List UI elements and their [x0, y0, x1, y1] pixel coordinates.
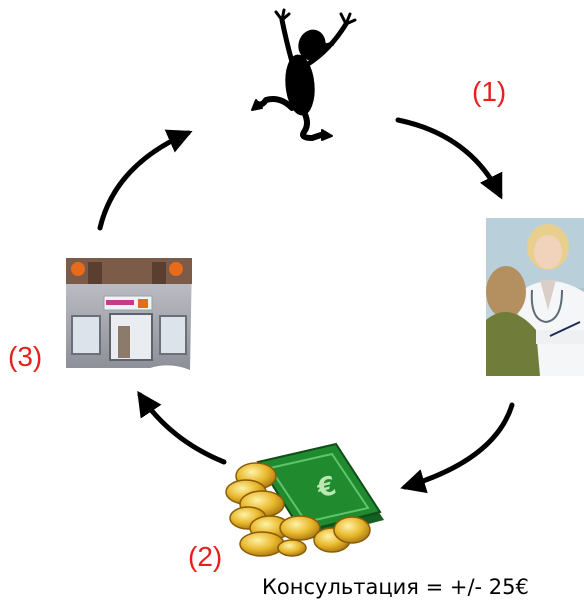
step-label-2: (2) — [188, 541, 223, 572]
arrow-doctor-to-money — [400, 402, 515, 494]
running-person-icon — [251, 8, 357, 141]
arrow-money-to-pharmacy — [137, 390, 227, 465]
pharmacy-building-photo — [66, 258, 192, 370]
coins-and-euro-banknotes: € — [225, 442, 384, 557]
step-label-1: (1) — [472, 76, 507, 107]
arrow-person-to-doctor — [395, 117, 503, 200]
step-label-3: (3) — [8, 341, 43, 372]
consultation-price-note: Консультация = +/- 25€ — [262, 575, 529, 599]
doctor-consultation-photo — [486, 218, 584, 376]
arrow-pharmacy-to-person — [97, 129, 193, 231]
